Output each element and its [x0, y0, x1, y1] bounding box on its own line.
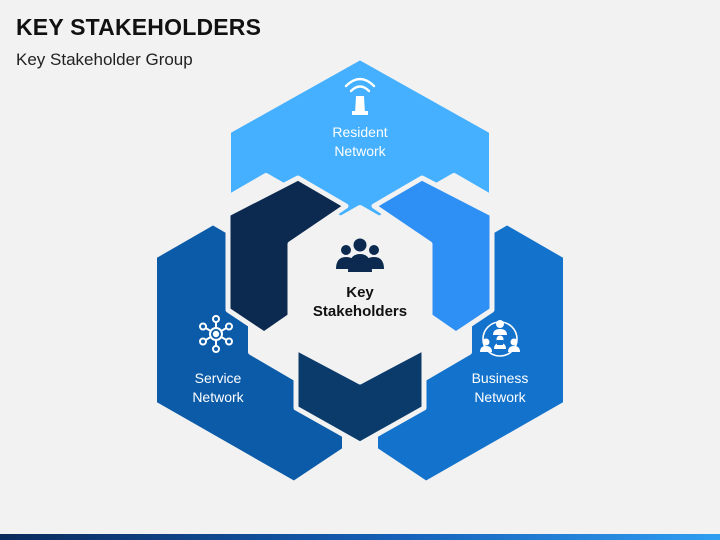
- resident-network-label: Resident Network: [332, 124, 388, 159]
- business-group-icon: [480, 320, 520, 357]
- inner-upper-left-shape: [225, 175, 349, 337]
- inner-upper-right-shape: [371, 175, 495, 337]
- team-icon: [336, 238, 384, 272]
- center-label: Key Stakeholders: [312, 284, 408, 320]
- footer-bar: [0, 534, 720, 540]
- service-network-label: Service Network: [192, 370, 244, 405]
- network-hub-icon: [199, 315, 233, 353]
- center-hexagon[interactable]: [299, 205, 421, 379]
- page-subtitle: Key Stakeholder Group: [16, 50, 193, 69]
- antenna-icon: [344, 77, 376, 115]
- business-network-label: Business Network: [471, 370, 529, 405]
- page-title: KEY STAKEHOLDERS: [16, 14, 262, 40]
- inner-bottom-shape: [293, 345, 427, 447]
